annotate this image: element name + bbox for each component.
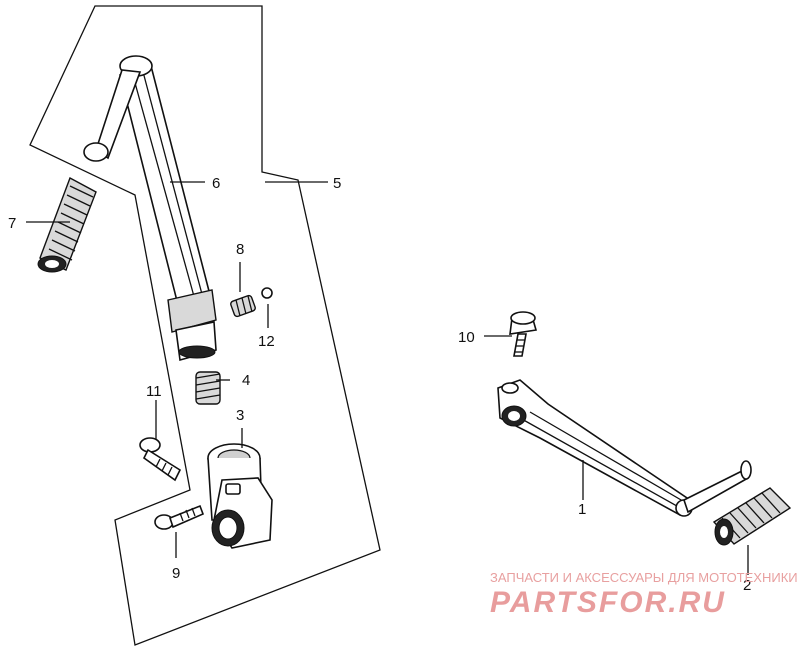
watermark: ЗАПЧАСТИ И АКСЕССУАРЫ ДЛЯ МОТОТЕХНИКИ PA… xyxy=(490,570,798,619)
kick-lever-arm xyxy=(83,55,217,362)
spring-large xyxy=(195,371,221,405)
bolt-9 xyxy=(154,504,205,530)
steel-ball xyxy=(261,287,273,299)
label-2: 2 xyxy=(743,577,751,594)
leader-lines xyxy=(26,181,749,575)
kick-arm-boss xyxy=(207,443,273,549)
kick-rubber-grip xyxy=(37,177,97,273)
label-7: 7 xyxy=(8,215,16,232)
label-3: 3 xyxy=(236,407,244,424)
label-11: 11 xyxy=(146,383,162,400)
pedal-rubber xyxy=(712,487,792,546)
bolt-11 xyxy=(139,437,182,482)
label-10: 10 xyxy=(458,329,475,346)
label-12: 12 xyxy=(258,333,275,350)
assembly-outline xyxy=(29,5,381,646)
gearshift-pedal xyxy=(497,379,752,517)
bolt-10 xyxy=(509,311,538,357)
label-8: 8 xyxy=(236,241,244,258)
watermark-brand: PARTSFOR.RU xyxy=(490,586,726,619)
label-1: 1 xyxy=(578,501,586,518)
label-4: 4 xyxy=(242,372,250,389)
watermark-tagline: ЗАПЧАСТИ И АКСЕССУАРЫ ДЛЯ МОТОТЕХНИКИ xyxy=(490,570,798,585)
spring-small xyxy=(230,294,256,318)
label-6: 6 xyxy=(212,175,220,192)
part-numbers: 1 2 3 4 5 6 7 8 9 10 11 12 xyxy=(8,175,751,594)
label-9: 9 xyxy=(172,565,180,582)
label-5: 5 xyxy=(333,175,341,192)
